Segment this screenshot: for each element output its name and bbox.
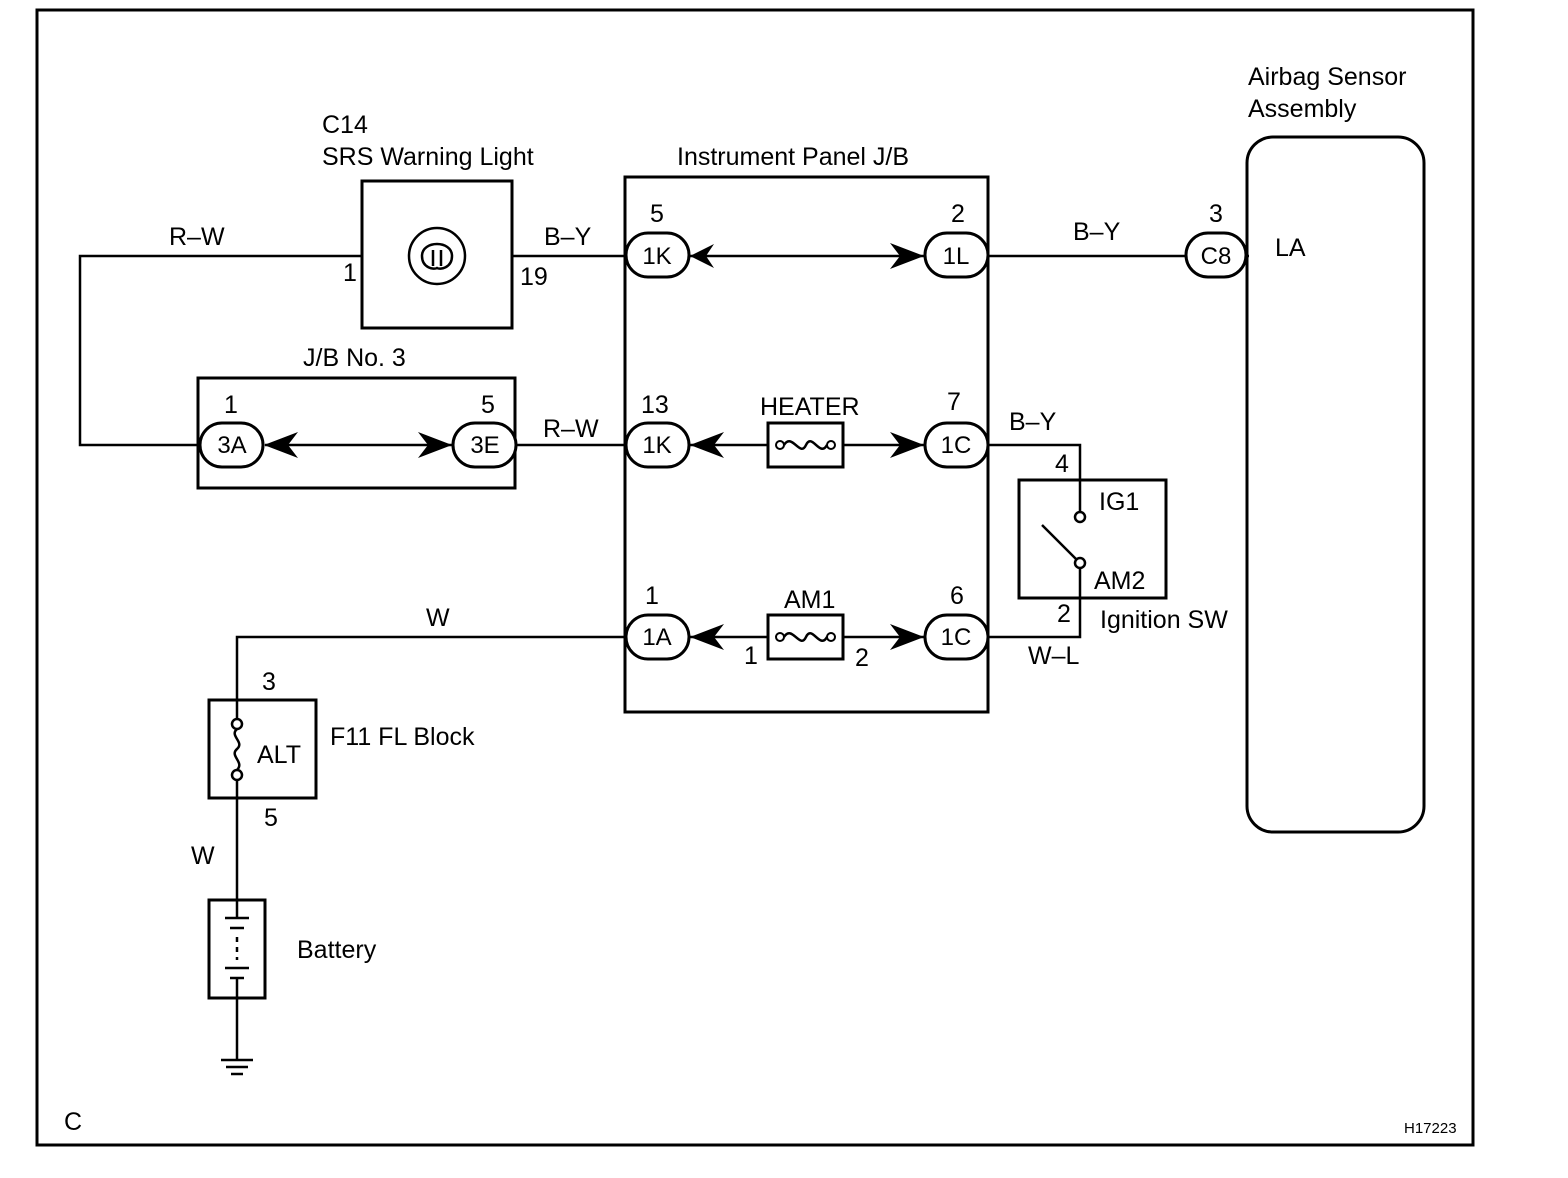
jb-no3-box (196, 376, 517, 490)
srs-warning-light-box (360, 179, 514, 330)
pin-am1-2: 2 (855, 644, 869, 672)
wire-label-w-battery: W (191, 842, 215, 870)
heater-fuse-label: HEATER (760, 393, 860, 421)
wire-label-w-top: W (426, 604, 450, 632)
pin-1c-mid: 7 (947, 388, 961, 416)
airbag-sensor-label-2: Assembly (1248, 95, 1357, 123)
battery-icon (225, 900, 249, 998)
figure-id-label: H17223 (1404, 1120, 1457, 1137)
pin-1k-top: 5 (650, 200, 664, 228)
arrow-3e (418, 432, 452, 458)
am1-fuse-icon (766, 613, 845, 661)
pin-ig1: 4 (1055, 450, 1069, 478)
arrow-1l (890, 243, 924, 269)
connector-1a-shape (624, 613, 691, 661)
wire-label-b-y-light: B–Y (544, 223, 592, 251)
pin-alt-5: 5 (264, 804, 278, 832)
connector-1l-shape (923, 231, 990, 279)
am1-fuse-label: AM1 (784, 586, 835, 614)
pin-1l: 2 (951, 200, 965, 228)
wire-label-w-l: W–L (1028, 642, 1080, 670)
battery-label: Battery (297, 936, 377, 964)
wire-w-l-am2 (987, 566, 1082, 639)
arrow-1c-bot (890, 624, 924, 650)
connector-c8-shape (1184, 231, 1248, 279)
jb-no3-label: J/B No. 3 (303, 344, 406, 372)
connector-1k-top-shape (624, 231, 691, 279)
connector-1c-mid: 1C (941, 432, 972, 459)
arrow-1a (690, 624, 724, 650)
instrument-panel-jb-label: Instrument Panel J/B (677, 143, 909, 171)
wire-label-b-y-ig: B–Y (1009, 408, 1057, 436)
connector-arrows (264, 243, 924, 650)
arrow-1c-mid (890, 432, 924, 458)
pin-3e: 5 (481, 391, 495, 419)
wire-label-r-w-mid: R–W (543, 415, 599, 443)
fusible-link-icon (230, 717, 244, 782)
ig1-label: IG1 (1099, 488, 1139, 516)
wire-label-r-w-top: R–W (169, 223, 225, 251)
srs-warning-light-label: SRS Warning Light (322, 143, 534, 171)
connector-1k-top: 1K (642, 243, 671, 270)
wire-r-w-loop (78, 254, 362, 447)
c14-code-label: C14 (322, 111, 368, 139)
fl-block-box (207, 698, 318, 800)
connector-3a: 3A (217, 432, 246, 459)
heater-fuse-icon (766, 421, 845, 469)
ignition-switch-box (1017, 478, 1168, 600)
ground-icon (221, 1058, 253, 1076)
pin-am2: 2 (1057, 600, 1071, 628)
am2-label: AM2 (1094, 567, 1145, 595)
f11-fl-block-label: F11 FL Block (330, 723, 475, 751)
pin-1k-mid: 13 (641, 391, 669, 419)
connector-1c-mid-shape (923, 421, 990, 469)
pin-3a: 1 (224, 391, 238, 419)
connector-3e-shape (451, 421, 518, 469)
connector-1l: 1L (943, 243, 970, 270)
connector-ovals (198, 231, 1248, 661)
la-terminal-label: LA (1275, 234, 1306, 262)
connector-1c-bot: 1C (941, 624, 972, 651)
ignition-sw-label: Ignition SW (1100, 606, 1228, 634)
connector-1k-mid-shape (624, 421, 691, 469)
connector-1k-mid: 1K (642, 432, 671, 459)
airbag-sensor-label-1: Airbag Sensor (1248, 63, 1406, 91)
pin-c8: 3 (1209, 200, 1223, 228)
wire-label-b-y-sensor: B–Y (1073, 218, 1121, 246)
arrow-3a (264, 432, 298, 458)
connector-3a-shape (198, 421, 265, 469)
wire-b-y-ig1 (987, 443, 1082, 512)
connector-1a: 1A (642, 624, 671, 651)
pin-1c-bot: 6 (950, 582, 964, 610)
arrow-1k-mid (690, 432, 724, 458)
airbag-sensor-box (1245, 135, 1426, 834)
pin-light-19: 19 (520, 263, 548, 291)
diagram-frame (35, 8, 1475, 1147)
alt-label: ALT (257, 741, 301, 769)
pin-alt-3: 3 (262, 668, 276, 696)
connector-c8: C8 (1201, 243, 1232, 270)
pin-light-1: 1 (343, 259, 357, 287)
pin-1a: 1 (645, 582, 659, 610)
wire-w-top (235, 635, 628, 720)
ignition-switch-icon (1041, 510, 1087, 570)
warning-bulb-icon (407, 226, 467, 286)
corner-code-label: C (64, 1108, 82, 1136)
arrow-1k-top (690, 244, 714, 268)
pin-am1-1: 1 (744, 642, 758, 670)
connector-3e: 3E (470, 432, 499, 459)
connector-1c-bot-shape (923, 613, 990, 661)
